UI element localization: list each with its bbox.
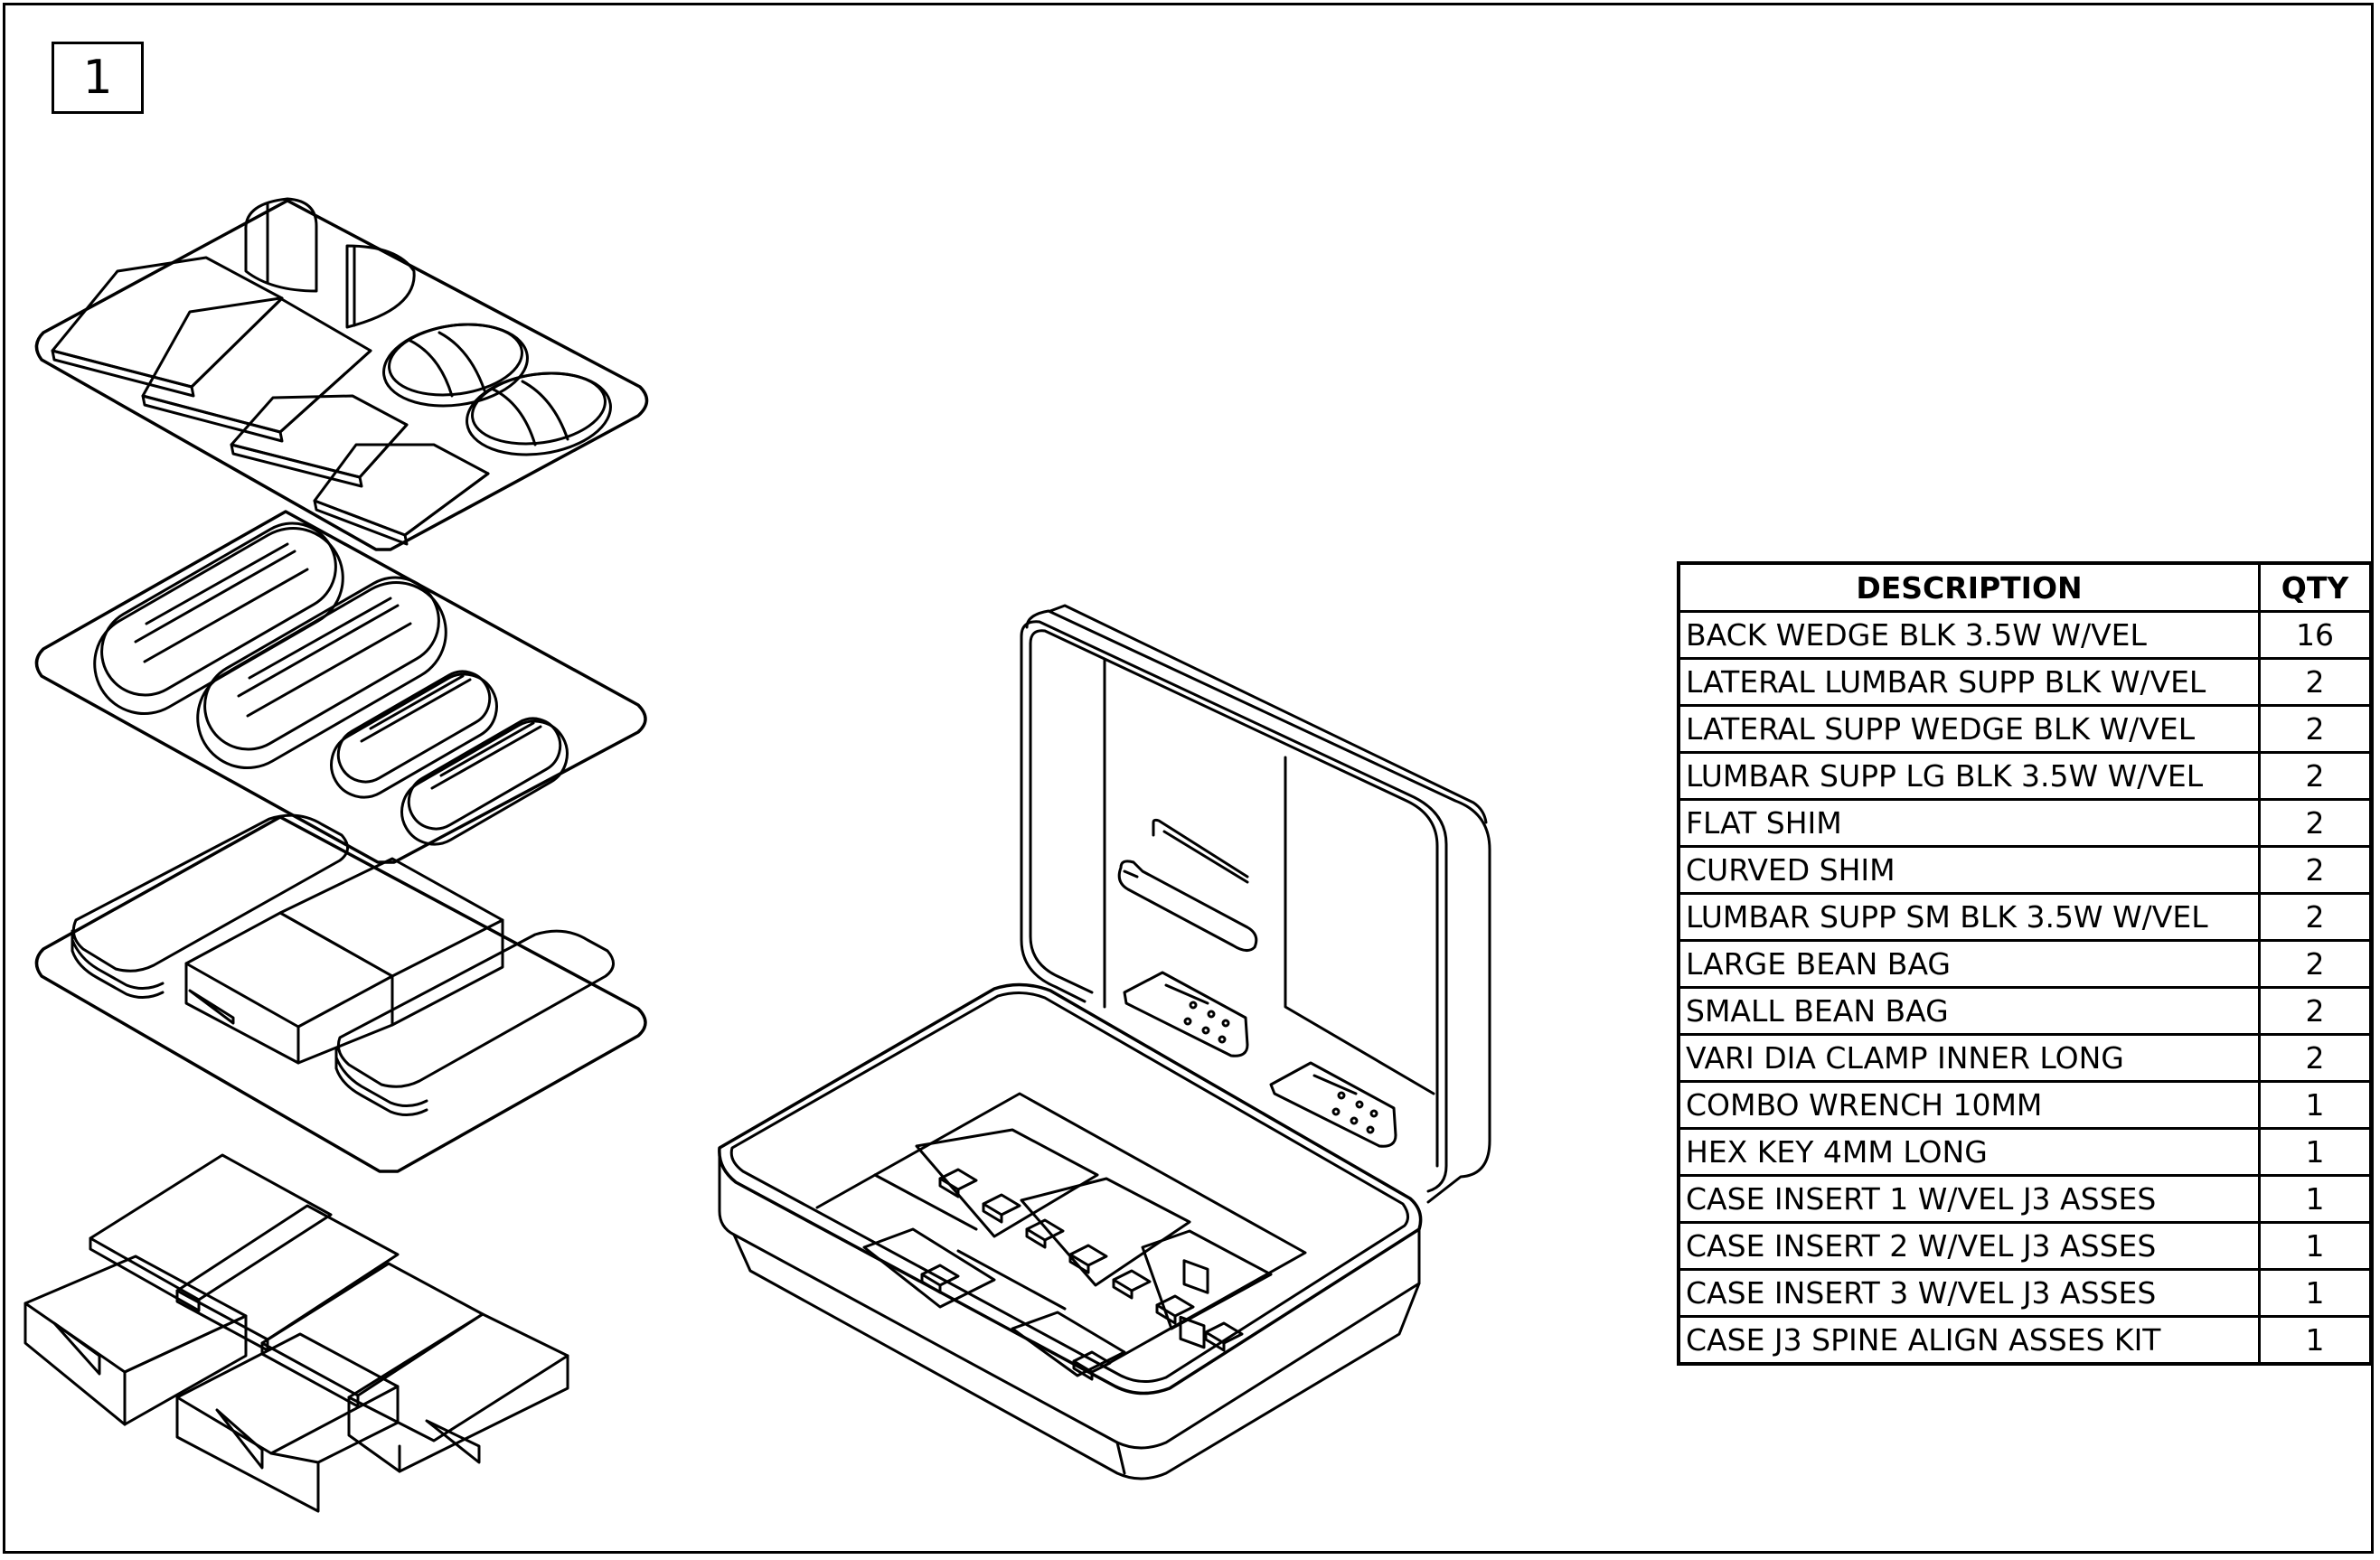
bom-qty: 2 [2258, 704, 2373, 754]
bom-description: COMBO WRENCH 10MM [1677, 1080, 2261, 1130]
velcro-pads [922, 1170, 1242, 1379]
bom-description: LATERAL LUMBAR SUPP BLK W/VEL [1677, 657, 2261, 707]
bill-of-materials-table: DESCRIPTION QTY BACK WEDGE BLK 3.5W W/VE… [1677, 561, 2373, 1366]
lumbar-supp-sm [319, 662, 579, 856]
bom-qty: 1 [2258, 1221, 2373, 1271]
bom-description: CASE INSERT 1 W/VEL J3 ASSES [1677, 1174, 2261, 1224]
bom-qty: 2 [2258, 892, 2373, 942]
bom-description: HEX KEY 4MM LONG [1677, 1127, 2261, 1177]
item-number-box: 1 [52, 42, 144, 114]
carrying-case [720, 606, 1490, 1479]
bom-description: FLAT SHIM [1677, 798, 2261, 848]
bom-qty: 2 [2258, 1033, 2373, 1083]
case-insert-1 [36, 199, 646, 550]
bom-description: LARGE BEAN BAG [1677, 939, 2261, 989]
bom-qty: 2 [2258, 845, 2373, 895]
bom-description: BACK WEDGE BLK 3.5W W/VEL [1677, 610, 2261, 660]
lateral-lumbar-supp [231, 396, 488, 544]
qty-header: QTY [2258, 561, 2373, 613]
description-header: DESCRIPTION [1677, 561, 2261, 613]
bom-description: LUMBAR SUPP LG BLK 3.5W W/VEL [1677, 751, 2261, 801]
bom-qty: 2 [2258, 939, 2373, 989]
bom-header-row: DESCRIPTION QTY [1677, 561, 2373, 613]
bom-description: CASE J3 SPINE ALIGN ASSES KIT [1677, 1315, 2261, 1366]
bom-qty: 2 [2258, 798, 2373, 848]
back-wedge-blocks [186, 859, 503, 1063]
lateral-supp-wedge [52, 258, 371, 441]
item-number: 1 [82, 51, 113, 105]
case-insert-3 [36, 815, 645, 1171]
case-insert-2 [36, 507, 645, 862]
bom-qty: 1 [2258, 1315, 2373, 1366]
bom-qty: 1 [2258, 1080, 2373, 1130]
bom-qty: 1 [2258, 1127, 2373, 1177]
back-wedge-stack [25, 1155, 568, 1511]
bom-qty: 16 [2258, 610, 2373, 660]
bom-description: SMALL BEAN BAG [1677, 986, 2261, 1036]
bom-qty: 1 [2258, 1268, 2373, 1318]
bom-description: LATERAL SUPP WEDGE BLK W/VEL [1677, 704, 2261, 754]
lumbar-supp-lg [77, 507, 465, 785]
bom-description: CASE INSERT 2 W/VEL J3 ASSES [1677, 1221, 2261, 1271]
large-bean-bag [379, 315, 616, 463]
combo-wrench [1119, 861, 1256, 1348]
bom-description: CURVED SHIM [1677, 845, 2261, 895]
hex-key [1153, 820, 1247, 1292]
bom-description: LUMBAR SUPP SM BLK 3.5W W/VEL [1677, 892, 2261, 942]
clamp-plate [1124, 973, 1396, 1146]
bom-qty: 2 [2258, 751, 2373, 801]
bom-description: CASE INSERT 3 W/VEL J3 ASSES [1677, 1268, 2261, 1318]
bom-qty: 2 [2258, 657, 2373, 707]
bom-description: VARI DIA CLAMP INNER LONG [1677, 1033, 2261, 1083]
bom-qty: 2 [2258, 986, 2373, 1036]
flat-shim [72, 815, 614, 1114]
curved-shim [246, 199, 414, 327]
bom-qty: 1 [2258, 1174, 2373, 1224]
